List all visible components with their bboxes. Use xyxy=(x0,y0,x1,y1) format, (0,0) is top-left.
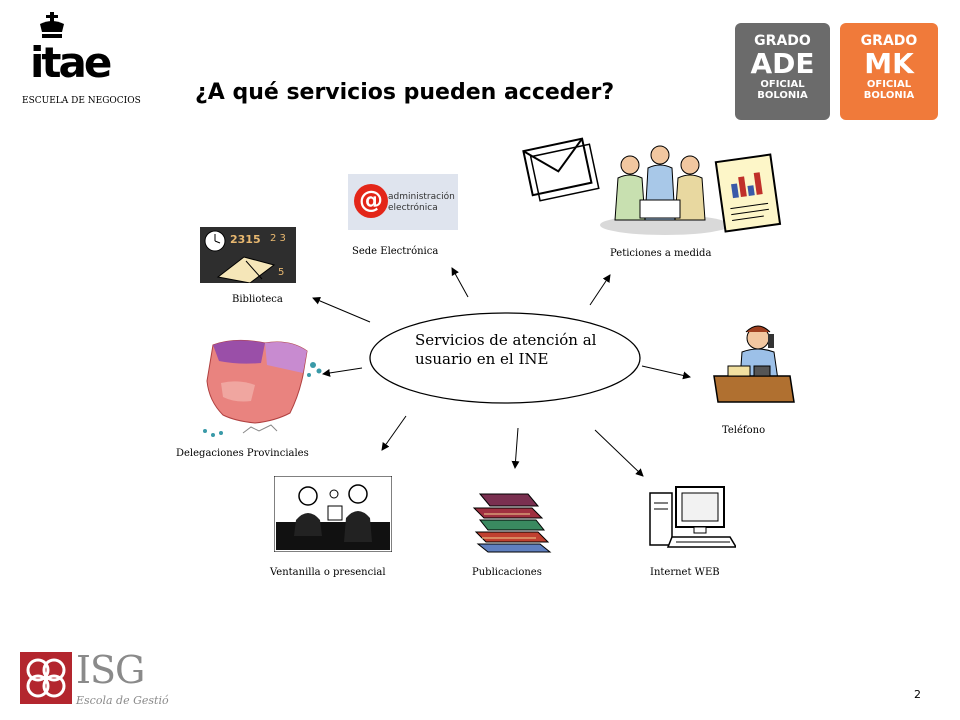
isg-logo-subtitle: Escola de Gestió xyxy=(76,694,169,707)
svg-text:5: 5 xyxy=(278,267,284,278)
telephone-clipart xyxy=(713,325,795,403)
badge-mk-line4: BOLONIA xyxy=(863,90,915,101)
biblioteca-clipart: 2315 2 3 5 xyxy=(200,227,296,283)
node-peticiones-label: Peticiones a medida xyxy=(610,248,712,259)
arrow-telefono xyxy=(641,365,691,380)
itae-logo-text: itae xyxy=(30,38,112,87)
arrow-delegaciones xyxy=(322,367,363,377)
badge-mk-line1: GRADO xyxy=(860,33,918,49)
isg-logo-mark xyxy=(20,652,72,704)
node-ventanilla-label: Ventanilla o presencial xyxy=(270,567,386,578)
peticiones-clipart xyxy=(522,137,782,235)
at-icon: @ xyxy=(354,184,388,218)
ventanilla-clipart xyxy=(274,476,392,552)
center-line2: usuario en el INE xyxy=(415,350,549,368)
badge-ade-line1: GRADO xyxy=(754,33,811,49)
books-stack-icon xyxy=(472,493,552,553)
page-number: 2 xyxy=(914,688,921,701)
node-biblioteca-label: Biblioteca xyxy=(232,294,283,305)
svg-text:2315: 2315 xyxy=(230,233,261,246)
center-ellipse xyxy=(369,312,641,404)
arrow-internet xyxy=(594,429,644,477)
computer-icon xyxy=(649,486,736,548)
page-title: ¿A qué servicios pueden acceder? xyxy=(195,80,615,105)
center-line1: Servicios de atención al xyxy=(415,331,597,349)
sede-logo: @ administración electrónica xyxy=(348,174,458,230)
publicaciones-clipart xyxy=(472,493,552,553)
sede-logo-line1: administración xyxy=(388,192,455,202)
svg-text:2 3: 2 3 xyxy=(270,233,286,244)
arrow-peticiones xyxy=(589,274,611,306)
clock-icon xyxy=(204,230,226,252)
canary-islands xyxy=(203,429,223,437)
badge-ade-line4: BOLONIA xyxy=(757,90,808,101)
node-publicaciones-label: Publicaciones xyxy=(472,567,542,578)
spain-map-clipart xyxy=(203,339,322,437)
node-internet-label: Internet WEB xyxy=(650,567,720,578)
node-telefono-label: Teléfono xyxy=(722,425,766,436)
arrow-sede xyxy=(451,267,469,298)
people-meeting-icon xyxy=(600,145,730,235)
arrow-ventanilla xyxy=(381,415,407,451)
open-book-icon xyxy=(216,256,276,283)
crown-icon xyxy=(40,12,64,38)
isg-logo: ISG Escola de Gestió xyxy=(20,648,169,714)
center-text: Servicios de atención al usuario en el I… xyxy=(415,331,596,369)
badge-grado-ade: GRADO ADE OFICIAL BOLONIA xyxy=(735,23,830,120)
node-sede-label: Sede Electrónica xyxy=(352,246,439,257)
badge-mk-line2: MK xyxy=(864,47,914,80)
isg-logo-text: ISG xyxy=(76,648,145,692)
arrow-biblioteca xyxy=(312,297,371,323)
node-delegaciones-label: Delegaciones Provinciales xyxy=(176,448,309,459)
badge-ade-line3: OFICIAL xyxy=(760,79,805,90)
itae-logo: itae ESCUELA DE NEGOCIOS xyxy=(22,12,141,112)
badge-ade-line2: ADE xyxy=(750,47,815,80)
badge-grado-mk: GRADO MK OFICIAL BOLONIA xyxy=(840,23,938,120)
itae-logo-subtitle: ESCUELA DE NEGOCIOS xyxy=(22,96,141,106)
sede-logo-line2: electrónica xyxy=(388,203,438,213)
envelope-icon xyxy=(522,137,600,202)
badge-mk-line3: OFICIAL xyxy=(866,79,912,90)
arrow-publicaciones xyxy=(511,427,520,469)
report-chart-icon xyxy=(714,153,782,233)
computer-clipart xyxy=(649,486,736,548)
